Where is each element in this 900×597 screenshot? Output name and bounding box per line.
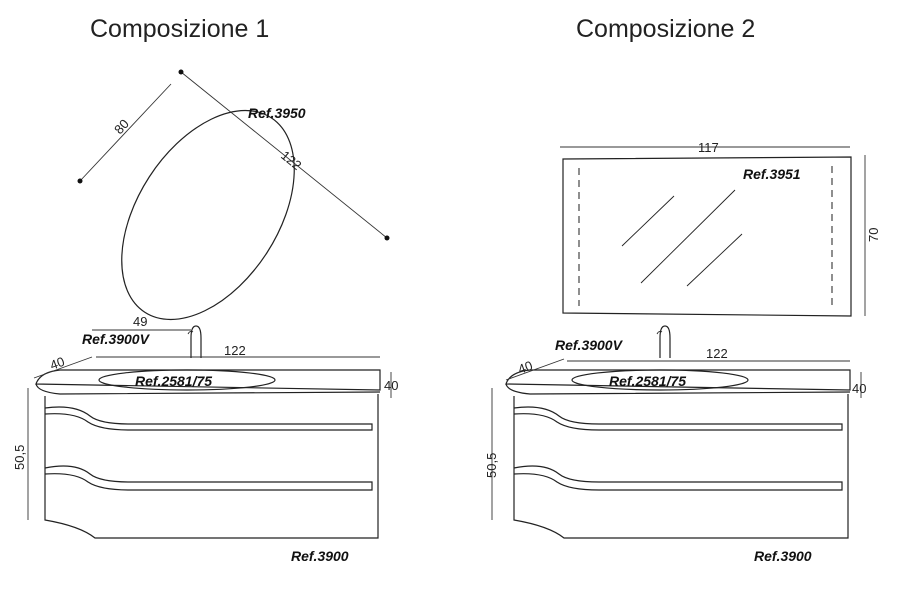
washbasin-top: Ref.2581/75 122 40 40 <box>33 343 398 398</box>
rect-mirror-outline <box>562 156 852 317</box>
dimension-endpoint <box>178 69 184 75</box>
top-depth-dimension-line <box>33 356 93 379</box>
drawer-2-handle <box>44 465 373 491</box>
faucet-ref-label: Ref.3900V <box>82 331 151 347</box>
top-thickness-label: 40 <box>384 378 398 393</box>
faucet-handle <box>187 330 194 335</box>
rectangular-mirror-3951: Ref.3951 117 70 <box>560 140 881 317</box>
cabinet-outline <box>513 394 849 539</box>
faucet-body <box>190 325 202 358</box>
top-width-label: 122 <box>224 343 246 358</box>
mirror-height-dimension-line <box>180 71 388 239</box>
composition-2: Composizione 2 Ref.3951 117 70 Ref.3900V <box>484 15 881 564</box>
mirror-width-dimension-line <box>79 83 172 182</box>
top-width-label: 122 <box>706 346 728 361</box>
basin-ref-label: Ref.2581/75 <box>135 373 212 389</box>
composition-2-title: Composizione 2 <box>576 15 755 43</box>
mirror-width-label: 80 <box>111 116 132 137</box>
cabinet-ref-label: Ref.3900 <box>754 548 812 564</box>
drawer-2-handle <box>513 465 843 491</box>
mirror-height-label: 122 <box>278 148 304 173</box>
dimension-endpoint <box>384 235 390 241</box>
drawer-1-handle <box>513 406 843 431</box>
mirror-reflection-line <box>640 189 736 284</box>
mirror-ref-label: Ref.3951 <box>743 166 801 182</box>
faucet-body <box>659 325 671 358</box>
mirror-width-label: 117 <box>698 140 719 155</box>
faucet-ref-label: Ref.3900V <box>555 337 624 353</box>
mirror-reflection-line <box>686 233 743 287</box>
cabinet-3900: 50,5 Ref.3900 <box>484 388 849 564</box>
cabinet-ref-label: Ref.3900 <box>291 548 349 564</box>
basin-2581-75 <box>98 369 276 391</box>
washbasin-top: Ref.2581/75 122 40 40 <box>505 346 866 398</box>
cabinet-3900: 50,5 Ref.3900 <box>12 388 379 564</box>
basin-ref-label: Ref.2581/75 <box>609 373 686 389</box>
dimension-endpoint <box>77 178 83 184</box>
top-outline <box>505 369 851 391</box>
mirror-ref-label: Ref.3950 <box>248 105 306 121</box>
top-front-edge <box>35 383 381 395</box>
oval-mirror-3950: 80 122 Ref.3950 <box>77 69 390 321</box>
basin-2581-75 <box>571 369 749 391</box>
mirror-reflection-line <box>621 195 675 247</box>
faucet-offset-label: 49 <box>133 314 147 329</box>
oval-mirror-outline <box>121 109 295 321</box>
top-depth-dimension-line <box>505 358 565 381</box>
cabinet-height-label: 50,5 <box>484 453 499 478</box>
composition-1: Composizione 1 80 122 Ref.3950 Ref.3900V… <box>12 15 398 564</box>
faucet-handle <box>656 330 663 335</box>
cabinet-outline <box>44 394 379 539</box>
drawer-1-handle <box>44 406 373 431</box>
cabinet-height-label: 50,5 <box>12 445 27 470</box>
faucet-3900v: Ref.3900V <box>555 325 671 358</box>
faucet-3900v: Ref.3900V 49 <box>82 314 202 358</box>
top-front-edge <box>505 383 851 395</box>
mirror-height-label: 70 <box>866 228 881 242</box>
top-depth-label: 40 <box>516 358 535 377</box>
composition-1-title: Composizione 1 <box>90 15 269 43</box>
top-thickness-label: 40 <box>852 381 866 396</box>
top-depth-label: 40 <box>48 354 67 373</box>
